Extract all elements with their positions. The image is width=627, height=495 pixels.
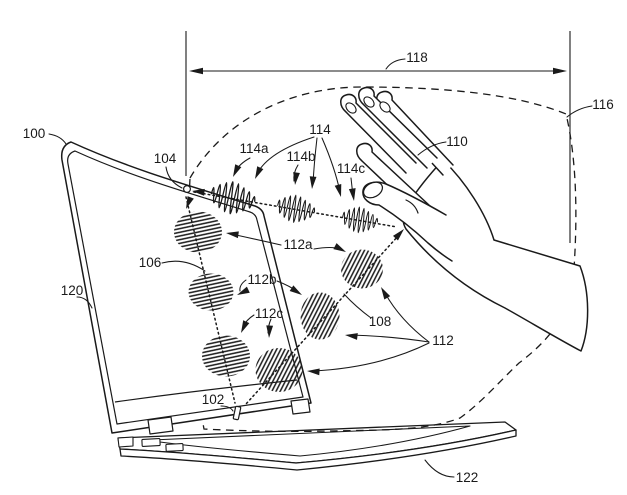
reflected-waves [174,211,383,392]
wave-112a-right [341,249,383,289]
thumb-knuckle-crease [405,199,419,214]
fingernail-1 [345,102,357,114]
finger-middle [358,86,438,169]
ref-label-112: 112 [432,333,454,348]
leader-112b-left [239,279,247,292]
finger-pinky [340,93,417,174]
leader-104 [165,166,183,189]
leader-112-3 [311,342,430,372]
laptop-base [117,421,517,471]
thumb [362,181,453,262]
ref-label-114b: 114b [286,149,315,164]
ref-label-122: 122 [456,470,479,485]
wave-112c-left [202,335,250,377]
leader-102 [220,405,234,412]
ref-label-118: 118 [406,50,428,65]
ref-label-106: 106 [139,255,162,270]
leader-118 [385,58,406,70]
base-port-slot-1 [141,438,161,447]
ref-label-112c: 112c [255,306,284,321]
ref-label-108: 108 [369,314,392,329]
ref-label-110: 110 [446,134,468,149]
ref-label-114c: 114c [337,161,366,176]
leader-108 [343,293,372,319]
wave-112b-left [188,273,234,311]
wave-112b-right [300,292,340,340]
base-left-notch [117,436,134,448]
ref-label-116: 116 [592,97,614,112]
fingernail-3 [379,101,391,113]
display-bezel-outline [67,150,304,425]
top-transducer-104 [183,185,192,194]
wave-112c-right [255,348,303,392]
leader-112-1 [384,292,430,343]
detection-region-outline [188,86,577,433]
ref-label-120: 120 [61,283,84,298]
hand [340,86,589,352]
base-front-face [119,429,517,471]
thumbnail [362,181,384,199]
wave-112a-left [174,211,222,253]
ref-label-112a: 112a [283,237,313,252]
leader-112a-left [235,234,282,246]
ref-label-100: 100 [23,126,46,141]
ref-label-112b: 112b [247,272,276,287]
leader-100 [48,133,67,145]
reference-labels: 100 104 114a 114 114b 114c 116 118 110 1… [23,50,614,485]
hinge-tab-left [147,416,174,435]
hinge-and-bottom-transducer [147,398,311,435]
ref-label-114: 114 [309,122,331,137]
bottom-transducer-102 [232,405,242,421]
leader-120 [76,296,93,309]
ref-label-104: 104 [154,151,177,166]
base-port-slot-2 [165,443,184,452]
ref-label-102: 102 [202,392,225,407]
ref-label-114a: 114a [239,141,269,156]
hinge-tab-right [290,398,311,415]
fingernail-2 [363,96,375,108]
leader-106 [161,260,206,272]
leader-110 [417,141,447,156]
leader-116 [566,105,593,118]
base-top-rim [151,425,471,457]
leader-122 [424,459,455,478]
